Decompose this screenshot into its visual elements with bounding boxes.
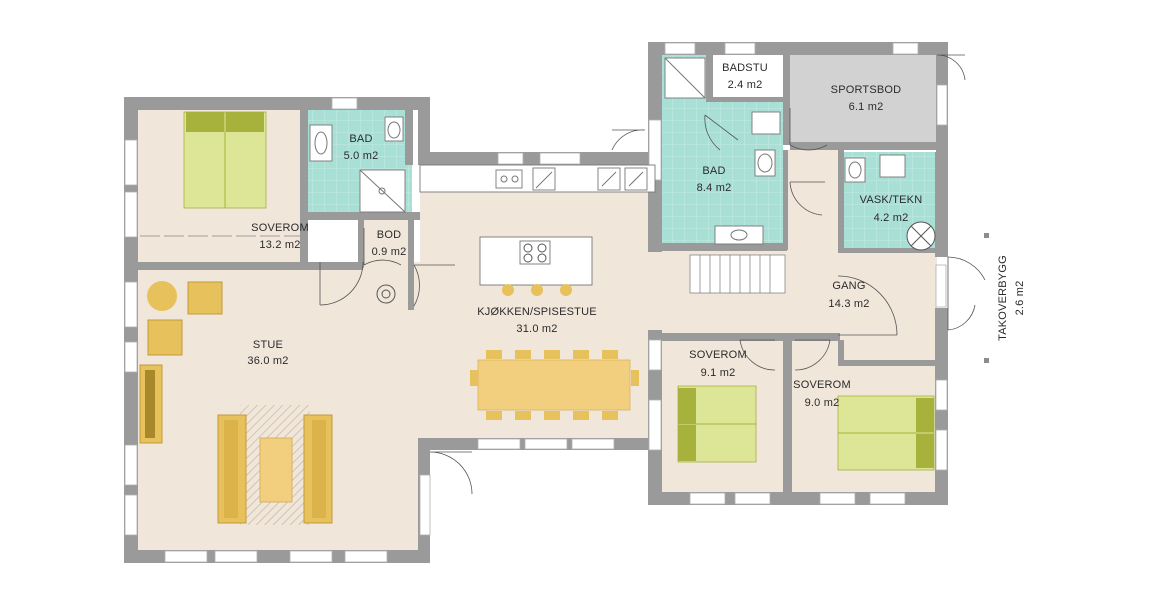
room-area-sportsbod: 6.1 m2	[849, 101, 884, 113]
room-area-badstu: 2.4 m2	[728, 79, 763, 91]
canopy-markers	[984, 233, 989, 363]
living-room-furniture	[139, 281, 333, 525]
canopy-area: 2.6 m2	[1014, 281, 1026, 316]
room-name-soverom-master: SOVEROM	[251, 222, 309, 234]
room-area-soverom-master: 13.2 m2	[259, 239, 300, 251]
room-name-kjokken: KJØKKEN/SPISESTUE	[477, 306, 597, 318]
room-area-gang: 14.3 m2	[828, 298, 869, 310]
beds	[183, 111, 935, 471]
room-area-kjokken: 31.0 m2	[516, 323, 557, 335]
room-area-vask: 4.2 m2	[874, 212, 909, 224]
room-area-soverom-2: 9.1 m2	[701, 367, 736, 379]
staircase	[689, 254, 786, 294]
room-area-bad-1: 5.0 m2	[344, 150, 379, 162]
room-name-sportsbod: SPORTSBOD	[831, 84, 902, 96]
room-name-stue: STUE	[253, 339, 283, 351]
room-name-bod: BOD	[377, 229, 401, 241]
room-name-soverom-2: SOVEROM	[689, 349, 747, 361]
room-labels: SOVEROM 13.2 m2 BAD 5.0 m2 BOD 0.9 m2 ST…	[247, 62, 1026, 409]
room-name-bad-2: BAD	[702, 165, 725, 177]
room-name-badstu: BADSTU	[722, 62, 768, 74]
room-name-soverom-3: SOVEROM	[793, 379, 851, 391]
room-name-vask: VASK/TEKN	[860, 194, 923, 206]
room-area-soverom-3: 9.0 m2	[805, 397, 840, 409]
room-name-gang: GANG	[832, 280, 865, 292]
dining-set	[470, 350, 639, 420]
doors	[319, 54, 986, 495]
room-name-bad-1: BAD	[349, 133, 372, 145]
room-area-bod: 0.9 m2	[372, 246, 407, 258]
bathroom-fixtures	[309, 57, 936, 251]
kitchen-fixtures	[376, 164, 656, 304]
windows	[124, 42, 948, 563]
room-area-bad-2: 8.4 m2	[697, 182, 732, 194]
room-area-stue: 36.0 m2	[247, 355, 288, 367]
canopy-name: TAKOVERBYGG	[997, 255, 1009, 341]
